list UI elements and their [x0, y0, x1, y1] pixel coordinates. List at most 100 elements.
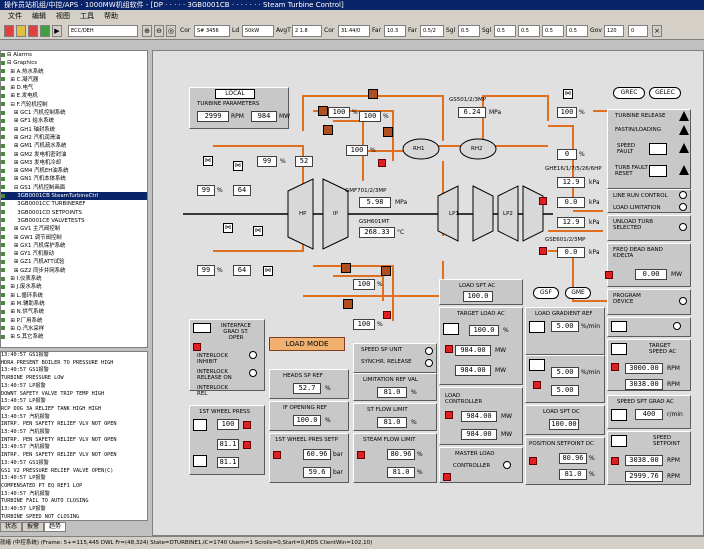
tree-item[interactable]: ⊞ GZ1 汽机ATT试验 — [1, 258, 147, 266]
gelec-button[interactable]: GELEC — [649, 87, 681, 99]
stop-icon[interactable] — [4, 25, 14, 37]
left-valve-3[interactable]: ⋈ — [223, 223, 233, 233]
field-3[interactable]: 31.44/0 — [338, 25, 370, 37]
speed-setpoint-switch[interactable] — [611, 435, 627, 447]
tree-item[interactable]: ⊟ F.汽轮机控制 — [1, 101, 147, 109]
menu-edit[interactable]: 编辑 — [32, 12, 46, 20]
load-mode-button[interactable]: LOAD MODE — [269, 337, 345, 351]
field-10[interactable]: 0.5 — [566, 25, 588, 37]
tree-item[interactable]: ⊞ GC1 汽机控制系统 — [1, 109, 147, 117]
tree-item[interactable]: ⊟ GS1 汽机控制画面 — [1, 184, 147, 192]
valve-ctrl-2[interactable] — [383, 127, 393, 137]
menu-help[interactable]: 帮助 — [104, 12, 118, 20]
speed-sp-switch[interactable] — [611, 321, 627, 332]
field-8[interactable]: 0.5 — [518, 25, 540, 37]
field-5[interactable]: 0.5/2 — [420, 25, 444, 37]
tree-item[interactable]: ⊞ GZ2 同步并网系统 — [1, 267, 147, 275]
tree-item[interactable]: ⊞ N.供气系统 — [1, 308, 147, 316]
turb-fault-label: TURB FAULT RESET — [615, 165, 648, 177]
tree-item[interactable]: 3GB0001CD SETPOINTS — [1, 209, 147, 217]
menu-tools[interactable]: 工具 — [80, 12, 94, 20]
gme-button[interactable]: GME — [565, 287, 591, 299]
tab-trends[interactable]: 趋势 — [44, 522, 67, 532]
turb-fault-reset-button[interactable] — [649, 165, 667, 177]
tree-item[interactable]: ⊞ L.循环系统 — [1, 292, 147, 300]
left-valve-4[interactable]: ⋈ — [253, 226, 263, 236]
tree-item[interactable]: ⊞ GN1 汽机本体系统 — [1, 175, 147, 183]
tree-item[interactable]: ⊞ S.其它系统 — [1, 333, 147, 341]
tree-item[interactable]: ⊟ Alarms — [1, 51, 147, 59]
field-0[interactable]: S# 3456 — [194, 25, 230, 37]
tree-item[interactable]: ⊞ D.电气 — [1, 84, 147, 92]
menu-file[interactable]: 文件 — [8, 12, 22, 20]
tree-item[interactable]: 3GB0001CC TURBINEREF — [1, 200, 147, 208]
tree-item[interactable]: ⊞ GM3 发电机冷却 — [1, 159, 147, 167]
tree-item[interactable]: ⊞ GM1 汽机疏水系统 — [1, 142, 147, 150]
tree-item[interactable]: ⊞ GV1 主汽阀控制 — [1, 225, 147, 233]
tree-item[interactable]: ⊞ M.辅助系统 — [1, 300, 147, 308]
zoom-out-icon[interactable]: ⊖ — [154, 25, 164, 37]
record-icon[interactable] — [28, 25, 38, 37]
field-4[interactable]: 10.3 — [384, 25, 406, 37]
tree-item[interactable]: 3GB0001CE VALVETESTS — [1, 217, 147, 225]
tree-item[interactable]: ⊟ Graphics — [1, 59, 147, 67]
step-icon[interactable]: ▶ — [52, 25, 62, 37]
target-speed-switch[interactable] — [611, 343, 627, 355]
valve-ctrl-3[interactable] — [323, 125, 333, 135]
stw-val-2: 81.1 — [217, 457, 239, 468]
gsf-button[interactable]: GSF — [533, 287, 559, 299]
tree-item[interactable]: ⊞ J.废水系统 — [1, 283, 147, 291]
tree-item[interactable]: ⊞ I.仪表系统 — [1, 275, 147, 283]
tree-item[interactable]: ⊞ GH2 汽机润滑油 — [1, 134, 147, 142]
tree-item[interactable]: 3GB0001CB SteamTurbineCtrl — [1, 192, 147, 201]
play-icon[interactable] — [40, 25, 50, 37]
tree-item[interactable]: ⊞ P.厂用系统 — [1, 317, 147, 325]
field-7[interactable]: 0.5 — [494, 25, 516, 37]
gsv-valve[interactable]: ⋈ — [563, 89, 573, 99]
close-icon[interactable]: × — [652, 25, 662, 37]
grec-button[interactable]: GREC — [613, 87, 645, 99]
valve-bottom-3[interactable] — [343, 299, 353, 309]
valve-bottom-2[interactable] — [381, 266, 391, 276]
st-wheel-switch[interactable] — [193, 419, 207, 431]
tree-item[interactable]: ⊞ GF1 给水系统 — [1, 117, 147, 125]
pause-icon[interactable] — [16, 25, 26, 37]
interface-switch[interactable] — [193, 323, 211, 333]
gse-valve-top[interactable] — [318, 106, 328, 116]
left-valve-5[interactable]: ⋈ — [263, 266, 273, 276]
field-12[interactable]: 0 — [628, 25, 648, 37]
left-valve-1[interactable]: ⋈ — [203, 156, 213, 166]
tree-item[interactable]: ⊞ GM2 发电机密封油 — [1, 151, 147, 159]
field-1[interactable]: 50kW — [242, 25, 274, 37]
menu-view[interactable]: 视图 — [56, 12, 70, 20]
navigation-tree[interactable]: ⊟ Alarms⊟ Graphics ⊞ A.热水系统 ⊞ C.凝汽器 ⊞ D.… — [0, 50, 148, 348]
valve-bottom-1[interactable] — [341, 263, 351, 273]
target-switch[interactable] — [443, 323, 459, 335]
mode-combo[interactable]: ECC/DEH — [68, 25, 138, 37]
field-6[interactable]: 0.5 — [458, 25, 480, 37]
tree-item[interactable]: ⊞ Q.汽水采样 — [1, 325, 147, 333]
field-9[interactable]: 0.5 — [542, 25, 564, 37]
tab-alarms[interactable]: 报警 — [22, 522, 45, 532]
zoom-fit-icon[interactable]: ◎ — [166, 25, 176, 37]
st-wheel-switch-2[interactable] — [193, 455, 207, 467]
field-11[interactable]: 120 — [604, 25, 624, 37]
speed-fault-box[interactable] — [649, 143, 667, 155]
tree-item[interactable]: ⊞ A.热水系统 — [1, 68, 147, 76]
field-2[interactable]: 2 1.8 — [292, 25, 322, 37]
lg-switch[interactable] — [529, 321, 545, 333]
tab-status[interactable]: 状态 — [0, 522, 23, 532]
lg2-switch[interactable] — [529, 359, 545, 371]
tree-item[interactable]: ⊞ GX1 汽机保护系统 — [1, 242, 147, 250]
valve-ctrl-1[interactable] — [368, 89, 378, 99]
left-valve-2[interactable]: ⋈ — [233, 161, 243, 171]
tree-item[interactable]: ⊞ E.发电机 — [1, 92, 147, 100]
zoom-in-icon[interactable]: ⊕ — [142, 25, 152, 37]
tree-item[interactable]: ⊞ GH1 轴封系统 — [1, 126, 147, 134]
tree-item[interactable]: ⊞ GY1 汽机振动 — [1, 250, 147, 258]
speed-grad-switch[interactable] — [611, 409, 627, 421]
tree-item[interactable]: ⊞ C.凝汽器 — [1, 76, 147, 84]
tree-item[interactable]: ⊞ GM4 汽机EH油系统 — [1, 167, 147, 175]
tree-item[interactable]: ⊞ GW1 调节阀控制 — [1, 234, 147, 242]
